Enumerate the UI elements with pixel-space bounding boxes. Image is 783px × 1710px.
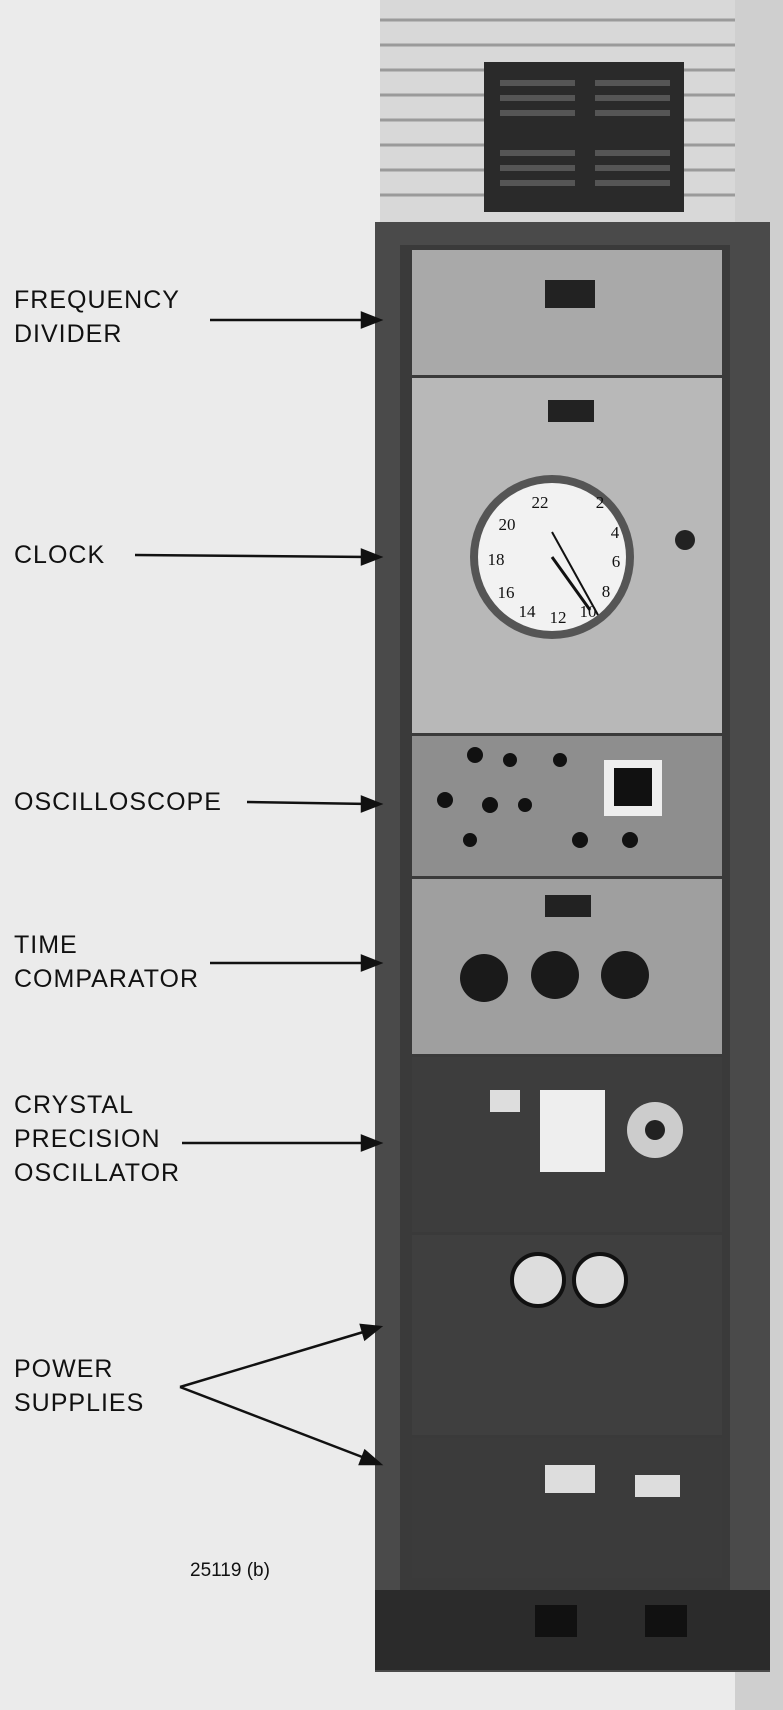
power-supply-panel-1 bbox=[412, 1235, 722, 1435]
clock-numeral: 8 bbox=[602, 582, 611, 601]
label-line: DIVIDER bbox=[14, 320, 123, 348]
clock-numeral: 22 bbox=[532, 493, 549, 512]
label-crystal-precision-oscillator: CRYSTAL PRECISION OSCILLATOR bbox=[14, 1088, 180, 1190]
clock-numeral: 12 bbox=[550, 608, 567, 627]
label-line: PRECISION bbox=[14, 1125, 161, 1153]
label-oscilloscope: OSCILLOSCOPE bbox=[14, 788, 222, 816]
label-frequency-divider: FREQUENCY DIVIDER bbox=[14, 283, 180, 351]
label-line: TIME bbox=[14, 931, 78, 959]
clock-numeral: 2 bbox=[596, 493, 605, 512]
label-line: SUPPLIES bbox=[14, 1389, 145, 1417]
label-line: FREQUENCY bbox=[14, 286, 180, 314]
label-line: POWER bbox=[14, 1355, 114, 1383]
label-time-comparator: TIME COMPARATOR bbox=[14, 928, 199, 996]
clock-numeral: 6 bbox=[612, 552, 621, 571]
oscilloscope-panel bbox=[412, 736, 722, 876]
frequency-divider-panel bbox=[412, 250, 722, 375]
clock-numeral: 16 bbox=[498, 583, 515, 602]
clock-numeral: 4 bbox=[611, 523, 620, 542]
label-line: CRYSTAL bbox=[14, 1091, 135, 1119]
label-line: COMPARATOR bbox=[14, 965, 200, 993]
leader-arrows bbox=[134, 311, 384, 1466]
clock-numeral: 20 bbox=[499, 515, 516, 534]
label-line: OSCILLATOR bbox=[14, 1159, 181, 1187]
top-vent-box bbox=[484, 62, 684, 212]
label-clock: CLOCK bbox=[14, 541, 106, 569]
figure-caption: 25119 (b) bbox=[190, 1560, 270, 1581]
clock-numeral: 18 bbox=[488, 550, 505, 569]
power-supply-panel-2 bbox=[412, 1438, 722, 1578]
clock-numeral: 10 bbox=[580, 602, 597, 621]
clock-face: 22 2 20 4 18 6 16 8 14 12 10 bbox=[470, 475, 634, 639]
label-power-supplies: POWER SUPPLIES bbox=[14, 1352, 144, 1420]
clock-numeral: 14 bbox=[519, 602, 537, 621]
